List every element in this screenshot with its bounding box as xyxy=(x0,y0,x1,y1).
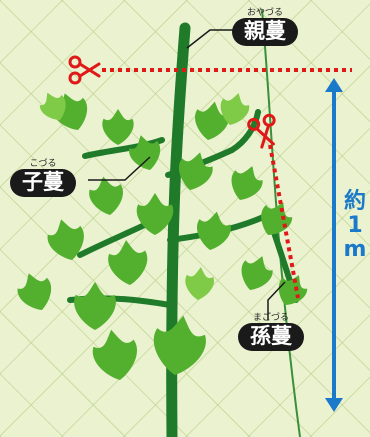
grandchild-vine-leader xyxy=(267,281,286,320)
child-vine-ruby: こづる xyxy=(29,159,57,169)
length-arrow xyxy=(325,78,343,412)
length-label: 約 1 m xyxy=(340,190,370,262)
parent-vine-label: おやづる 親蔓 xyxy=(232,8,298,46)
length-label-line3: m xyxy=(343,237,367,262)
scissors-icon xyxy=(68,55,101,85)
length-label-line2: 1 xyxy=(347,213,363,238)
grandchild-vine-ruby: まごづる xyxy=(252,313,289,323)
parent-vine-tip xyxy=(261,9,301,437)
scissors-icon xyxy=(247,113,276,149)
parent-vine-text: 親蔓 xyxy=(232,18,298,46)
child-vine-label: こづる 子蔓 xyxy=(10,159,76,197)
child-vine-text: 子蔓 xyxy=(10,169,76,197)
child-vine-leader xyxy=(88,156,151,181)
grandchild-vine-label: まごづる 孫蔓 xyxy=(238,313,304,351)
grandchild-vine-text: 孫蔓 xyxy=(238,323,304,351)
length-label-line1: 約 xyxy=(343,189,366,214)
parent-vine-ruby: おやづる xyxy=(246,8,283,18)
child-vine-cut-line xyxy=(268,144,300,299)
